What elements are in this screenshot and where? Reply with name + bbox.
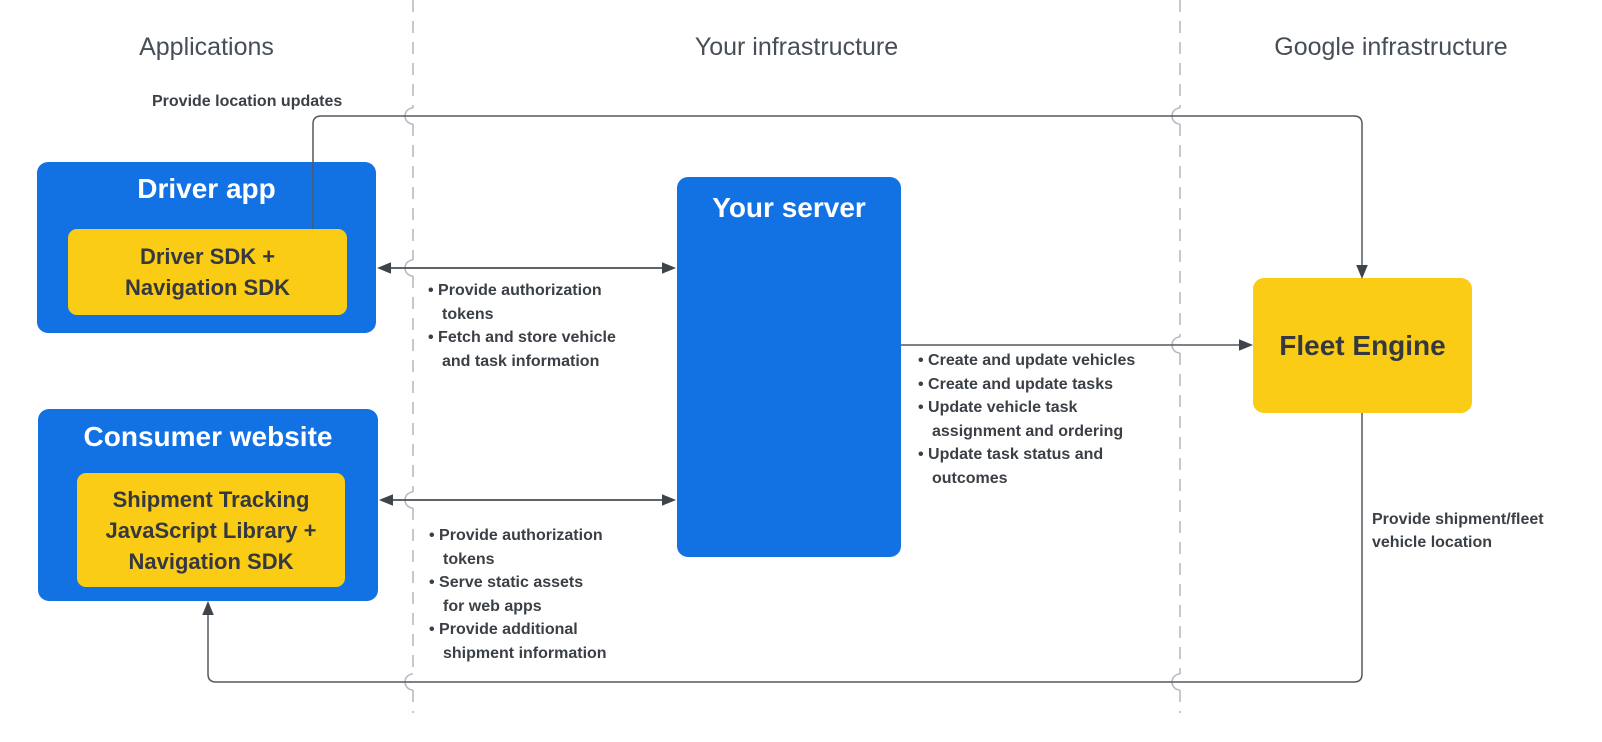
zone-header-google-infrastructure: Google infrastructure xyxy=(1274,33,1508,61)
bullet-item: Create and update vehicles xyxy=(918,349,1168,373)
bullet-item: Create and update tasks xyxy=(918,373,1168,397)
edge-fleet-to-consumer-arrowhead xyxy=(202,601,214,615)
zone-header-applications: Applications xyxy=(139,33,274,61)
bullets-consumer-server: Provide authorization tokens Serve stati… xyxy=(429,524,664,665)
bullet-item: Fetch and store vehicle and task informa… xyxy=(428,326,663,373)
edge-consumer-server-arrowhead-left xyxy=(379,494,393,506)
edge-driver-to-fleet-arrowhead xyxy=(1356,265,1368,279)
zone-divider-left-jumps xyxy=(404,107,414,691)
bullet-item: Provide additional shipment information xyxy=(429,618,664,665)
edge-driver-server-arrowhead-right xyxy=(662,262,676,274)
bullet-item: Update vehicle task assignment and order… xyxy=(918,396,1168,443)
bullets-driver-server: Provide authorization tokens Fetch and s… xyxy=(428,279,663,373)
node-driver-sdk: Driver SDK + Navigation SDK xyxy=(68,229,347,315)
zone-header-your-infrastructure: Your infrastructure xyxy=(694,33,899,61)
bullet-item: Provide authorization tokens xyxy=(429,524,664,571)
label-provide-location-updates: Provide location updates xyxy=(152,93,343,110)
bullet-item: Update task status and outcomes xyxy=(918,443,1168,490)
node-shipment-tracking-library: Shipment Tracking JavaScript Library + N… xyxy=(77,473,345,587)
zone-divider-right-jumps xyxy=(1171,107,1181,691)
edge-driver-server-arrowhead-left xyxy=(377,262,391,274)
node-fleet-engine: Fleet Engine xyxy=(1253,278,1472,413)
node-driver-app-title: Driver app xyxy=(137,173,276,204)
node-consumer-website-title: Consumer website xyxy=(83,421,333,452)
node-your-server: Your server xyxy=(677,177,901,557)
edge-server-fleet-arrowhead xyxy=(1239,339,1253,351)
bullets-server-fleet: Create and update vehicles Create and up… xyxy=(918,349,1168,490)
label-provide-shipment-fleet-vehicle-location: Provide shipment/fleet vehicle location xyxy=(1372,511,1544,551)
node-your-server-title: Your server xyxy=(712,192,866,223)
bullet-item: Serve static assets for web apps xyxy=(429,571,664,618)
edge-consumer-server-arrowhead-right xyxy=(662,494,676,506)
bullet-item: Provide authorization tokens xyxy=(428,279,663,326)
